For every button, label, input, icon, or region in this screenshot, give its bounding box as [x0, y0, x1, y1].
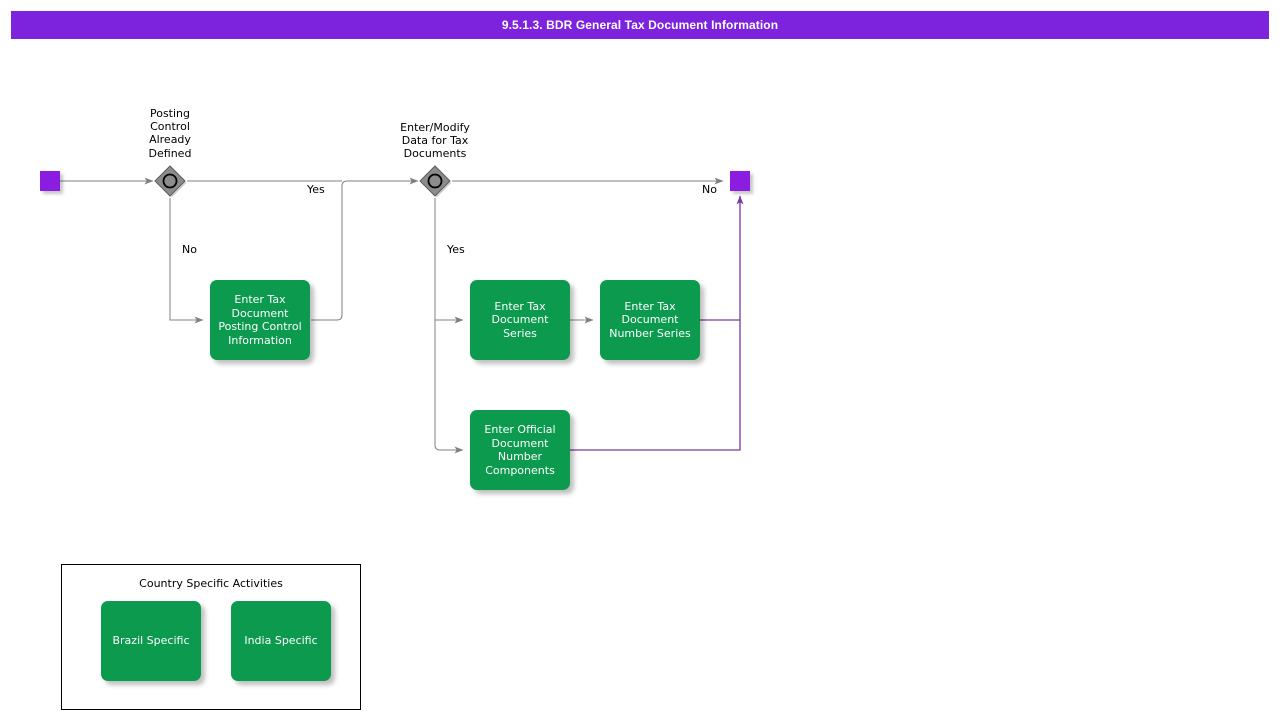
page-title-bar: 9.5.1.3. BDR General Tax Document Inform…	[11, 11, 1269, 39]
end-event[interactable]	[730, 171, 750, 191]
gateway2-label: Enter/Modify Data for Tax Documents	[400, 121, 470, 161]
edge-label-gateway2-no: No	[702, 183, 717, 196]
gateway-posting-control-already-defined[interactable]	[153, 164, 187, 198]
legend-item-india-specific[interactable]: India Specific	[231, 601, 331, 681]
edge-label-gateway2-yes: Yes	[447, 243, 465, 256]
task-enter-tax-document-series[interactable]: Enter Tax Document Series	[470, 280, 570, 360]
legend-country-specific-activities: Country Specific Activities Brazil Speci…	[61, 564, 361, 710]
task-enter-official-document-number-components[interactable]: Enter Official Document Number Component…	[470, 410, 570, 490]
edge-label-gateway1-yes: Yes	[307, 183, 325, 196]
legend-item-brazil-specific[interactable]: Brazil Specific	[101, 601, 201, 681]
page-title: 9.5.1.3. BDR General Tax Document Inform…	[501, 18, 779, 32]
legend-title: Country Specific Activities	[139, 577, 283, 590]
task-enter-tax-document-posting-control-information[interactable]: Enter Tax Document Posting Control Infor…	[210, 280, 310, 360]
edge-gateway2-yes-to-task4	[434, 320, 464, 454]
gateway1-label: Posting Control Already Defined	[148, 107, 192, 160]
edge-label-gateway1-no: No	[182, 243, 197, 256]
edge-gateway1-no-to-task1	[169, 198, 204, 324]
edge-task1-to-gateway2	[311, 177, 419, 321]
gateway-enter-modify-data-for-tax-documents[interactable]	[418, 164, 452, 198]
start-event[interactable]	[40, 171, 60, 191]
edge-task3-to-end	[700, 195, 744, 321]
edge-gateway2-yes-to-task2	[434, 198, 464, 324]
task-enter-tax-document-number-series[interactable]: Enter Tax Document Number Series	[600, 280, 700, 360]
